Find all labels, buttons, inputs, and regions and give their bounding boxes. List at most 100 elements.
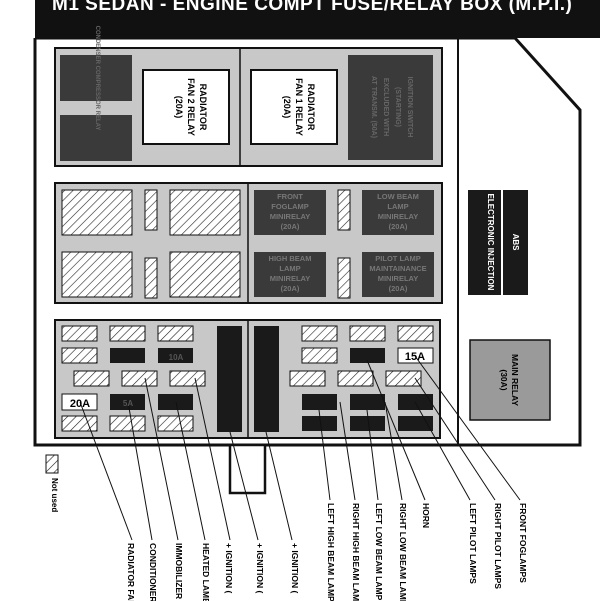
svg-text:EXCLUDED WITH: EXCLUDED WITH: [382, 78, 389, 136]
fuse: [397, 325, 434, 342]
fuse: [109, 325, 146, 342]
svg-text:MAIN RELAY: MAIN RELAY: [510, 354, 520, 406]
fan2-relay-label: RADIATOR FAN 2 RELAY (20A): [174, 78, 208, 136]
svg-text:(20A): (20A): [174, 96, 184, 119]
fuse: [61, 325, 98, 342]
high-beam-label: HIGH BEAM LAMP MINIRELAY (20A): [269, 254, 312, 293]
ignition-switch-label: IGNITION SWITCH (STARTING) EXCLUDED WITH…: [370, 76, 413, 138]
svg-text:LAMP: LAMP: [387, 202, 408, 211]
maxi-fuse-2: [254, 326, 279, 432]
fuse: [109, 415, 146, 432]
svg-text:ELECTRONIC INJECTION: ELECTRONIC INJECTION: [486, 194, 495, 291]
condenser-relay-label: CONDENSER COMPRESSOR RELAY: [94, 26, 100, 131]
abs-label: ABS: [511, 234, 520, 252]
fuse: [337, 370, 374, 387]
mid-hatched-7: [337, 189, 351, 231]
callout-label: RIGHT PILOT LAMPS: [493, 503, 503, 589]
fuse: [349, 325, 386, 342]
svg-text:FAN 1 RELAY: FAN 1 RELAY: [294, 78, 304, 136]
svg-text:RADIATOR: RADIATOR: [306, 84, 316, 131]
condenser-relay: [60, 55, 132, 101]
mid-hatched-6: [169, 251, 241, 298]
fuse: [73, 370, 110, 387]
fan2-relay: [142, 69, 230, 145]
svg-text:IGNITION SWITCH: IGNITION SWITCH: [406, 77, 413, 138]
callout-lines: [79, 355, 521, 541]
svg-text:ABS: ABS: [511, 234, 520, 252]
fuse: [157, 325, 194, 342]
mid-hatched-8: [337, 257, 351, 299]
svg-text:(20A): (20A): [281, 284, 300, 293]
mid-hatched-5: [144, 257, 158, 299]
svg-text:(20A): (20A): [281, 222, 300, 231]
svg-text:LAMP: LAMP: [279, 264, 300, 273]
callout-label: + IGNITION (: [224, 543, 234, 593]
fuse: [158, 394, 193, 410]
svg-text:MAINTAINANCE: MAINTAINANCE: [369, 264, 426, 273]
svg-text:MINIRELAY: MINIRELAY: [270, 212, 311, 221]
svg-text:(20A): (20A): [282, 96, 292, 119]
fuse: [301, 347, 338, 364]
svg-text:MINIRELAY: MINIRELAY: [378, 274, 419, 283]
fuse: [302, 416, 337, 431]
fuse-10a-label: 10A: [169, 353, 184, 362]
mid-hatched-2: [144, 189, 158, 231]
svg-text:Not used: Not used: [50, 478, 59, 512]
svg-text:FOGLAMP: FOGLAMP: [271, 202, 309, 211]
svg-text:FAN 2 RELAY: FAN 2 RELAY: [186, 78, 196, 136]
mid-hatched-1: [61, 189, 133, 236]
main-relay-label: MAIN RELAY (30A): [499, 354, 520, 406]
fuse: [350, 416, 385, 431]
callout-label: RIGHT LOW BEAM LAMP: [398, 503, 408, 601]
fuse: [289, 370, 326, 387]
callout-label: CONDITIONER: [148, 543, 158, 601]
main-relay: [469, 339, 551, 421]
callout-label: + IGNITION (: [255, 543, 265, 593]
front-foglamp-label: FRONT FOGLAMP MINIRELAY (20A): [270, 192, 311, 231]
callout-label: HEATED LAMBDA: [201, 543, 211, 601]
callout-labels: RADIATOR FAN CONDITIONER IMMOBILIZER HEATED…: [126, 503, 528, 601]
callout-label: LEFT LOW BEAM LAMP: [374, 503, 384, 601]
fuse-15a-label: 15A: [405, 351, 425, 363]
fuse: [302, 394, 337, 410]
fuse: [350, 348, 385, 363]
fuse: [398, 416, 433, 431]
svg-text:FRONT: FRONT: [277, 192, 303, 201]
fuse: [350, 394, 385, 410]
fan1-relay: [250, 69, 338, 145]
svg-text:(20A): (20A): [389, 222, 408, 231]
svg-text:MINIRELAY: MINIRELAY: [378, 212, 419, 221]
page-title: M1 SEDAN - ENGINE COMPT FUSE/RELAY BOX (…: [52, 0, 573, 15]
svg-text:MINIRELAY: MINIRELAY: [270, 274, 311, 283]
callout-label: RADIATOR FAN: [126, 543, 136, 601]
ignition-switch-relay: [348, 55, 433, 160]
callout-label: FRONT FOGLAMPS: [518, 503, 528, 583]
front-foglamp-minirelay: [254, 190, 326, 235]
svg-text:LOW BEAM: LOW BEAM: [377, 192, 419, 201]
callout-label: LEFT PILOT LAMPS: [468, 503, 478, 584]
svg-text:PILOT LAMP: PILOT LAMP: [375, 254, 420, 263]
fuse: [385, 370, 422, 387]
svg-text:AT TRANSM. (50A): AT TRANSM. (50A): [370, 76, 377, 138]
callout-label: + IGNITION (: [290, 543, 300, 593]
fuse: [301, 325, 338, 342]
svg-text:(30A): (30A): [499, 369, 509, 390]
high-beam-minirelay: [254, 252, 326, 297]
not-used-legend-label: Not used: [50, 478, 59, 512]
callout-label: IMMOBILIZER: [174, 543, 184, 599]
fuse-20a-label: 20A: [70, 398, 90, 410]
abs-relay: [503, 190, 528, 295]
svg-text:(20A): (20A): [389, 284, 408, 293]
fuse-5a-label: 5A: [123, 399, 133, 408]
fuse-20a: [61, 393, 98, 411]
fuse-10a: [158, 348, 193, 363]
fuse: [157, 415, 194, 432]
fuse: [61, 415, 98, 432]
electronic-injection-relay: [468, 190, 501, 295]
fan1-relay-label: RADIATOR FAN 1 RELAY (20A): [282, 78, 316, 136]
electronic-injection-label: ELECTRONIC INJECTION: [486, 194, 495, 291]
fuse: [121, 370, 158, 387]
svg-text:(STARTING): (STARTING): [394, 87, 401, 127]
mid-hatched-4: [61, 251, 133, 298]
